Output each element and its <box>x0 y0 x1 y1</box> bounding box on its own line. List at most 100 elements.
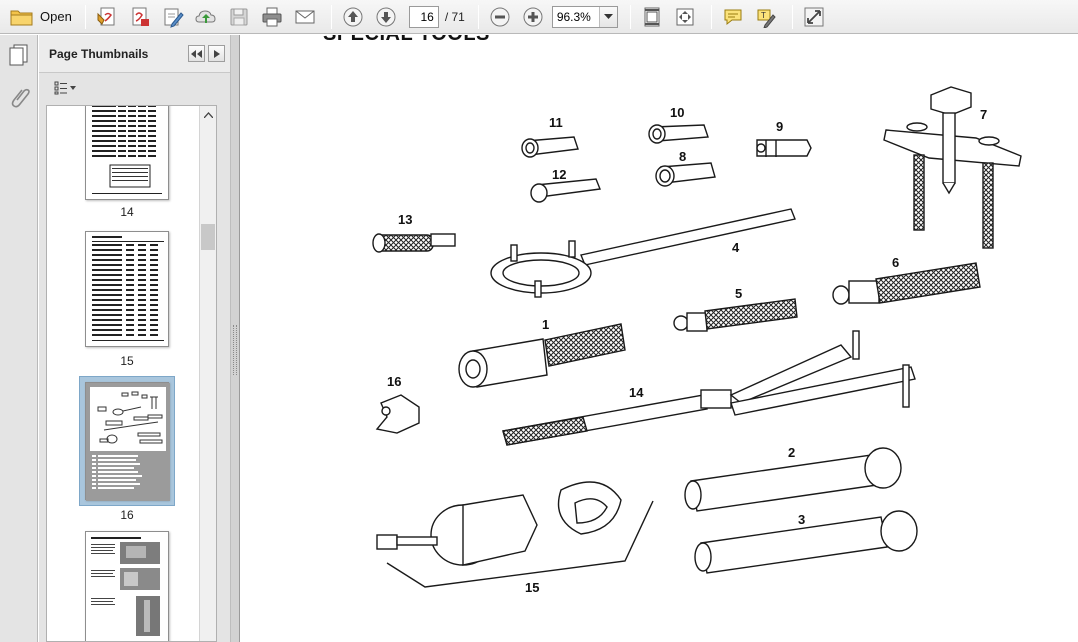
thumbnail-page-16[interactable]: 16 <box>47 376 200 526</box>
tool-label-1: 1 <box>542 317 550 332</box>
zoom-dropdown-button[interactable] <box>598 6 617 27</box>
tool-label-3: 3 <box>798 512 806 527</box>
special-tools-illustration <box>372 86 1022 588</box>
thumbnail-scrollbar[interactable] <box>199 106 216 641</box>
tool-4-pin-spanner <box>490 208 796 298</box>
edit-pdf-icon <box>132 7 149 26</box>
page-down-icon <box>376 7 396 26</box>
toolbar-separator <box>791 4 793 29</box>
fill-sign-button[interactable] <box>159 3 187 31</box>
double-chevron-left-icon <box>191 49 202 58</box>
table-page-preview <box>92 236 164 341</box>
page-thumbnails-tab[interactable] <box>5 41 33 69</box>
thumbnail-page-image <box>85 231 169 347</box>
tool-16-holder <box>375 394 420 434</box>
page-up-icon <box>343 7 363 26</box>
navigation-rail <box>0 35 38 642</box>
thumbnail-list[interactable]: 14 <box>46 105 217 642</box>
save-button[interactable] <box>225 3 253 31</box>
print-button[interactable] <box>258 3 286 31</box>
toolbar-separator <box>477 4 479 29</box>
document-view[interactable]: SPECIAL TOOLS <box>241 35 1078 642</box>
thumbnail-label: 15 <box>120 354 134 368</box>
tool-label-8: 8 <box>679 149 687 164</box>
panel-resize-handle[interactable] <box>230 35 240 642</box>
chevron-right-icon <box>213 49 220 58</box>
tool-label-13: 13 <box>398 212 413 227</box>
fullscreen-button[interactable] <box>800 3 828 31</box>
next-page-button[interactable] <box>372 3 400 31</box>
open-folder-icon <box>10 10 33 25</box>
tool-12-adapter <box>530 178 601 203</box>
tool-label-7: 7 <box>980 107 988 122</box>
thumbnail-page-17[interactable] <box>47 531 200 641</box>
tool-label-5: 5 <box>735 286 743 301</box>
highlight-button[interactable]: T <box>752 3 780 31</box>
fit-page-icon <box>644 7 660 26</box>
tools-page-preview <box>86 383 170 501</box>
paperclip-icon <box>11 88 30 108</box>
open-button[interactable]: Open <box>6 3 78 31</box>
print-icon <box>262 7 282 26</box>
thumbnail-page-14[interactable]: 14 <box>47 106 200 226</box>
tool-label-12: 12 <box>552 167 567 182</box>
collapse-panel-button[interactable] <box>188 45 205 62</box>
thumbnail-options-button[interactable] <box>51 78 79 98</box>
tool-label-11: 11 <box>549 115 563 130</box>
tool-13-threaded-adapter <box>372 233 456 253</box>
thumbnail-page-15[interactable]: 15 <box>47 231 200 376</box>
fit-page-button[interactable] <box>638 3 666 31</box>
open-button-label: Open <box>40 9 72 24</box>
tool-label-6: 6 <box>892 255 900 270</box>
scroll-up-button[interactable] <box>200 106 216 123</box>
fullscreen-icon <box>804 7 824 26</box>
thumbnail-label: 14 <box>120 205 134 219</box>
expand-panel-button[interactable] <box>208 45 225 62</box>
zoom-in-button[interactable] <box>519 3 547 31</box>
attachments-tab[interactable] <box>5 83 33 111</box>
upload-icon <box>195 9 216 23</box>
tool-11-adapter <box>521 136 579 158</box>
tool-3-sleeve <box>694 510 918 574</box>
page-thumbnails-icon <box>9 44 28 66</box>
tool-14-holding-fork <box>502 330 916 446</box>
zoom-select[interactable] <box>551 5 618 28</box>
toolbar-separator <box>330 4 332 29</box>
zoom-out-icon <box>490 7 510 26</box>
comment-button[interactable] <box>719 3 747 31</box>
tool-label-14: 14 <box>629 385 644 400</box>
chevron-up-icon <box>203 111 213 118</box>
create-pdf-icon <box>97 7 115 25</box>
chevron-down-icon <box>603 13 613 19</box>
tool-2-sleeve <box>684 447 902 512</box>
main-toolbar: Open <box>0 0 1078 34</box>
svg-text:T: T <box>761 11 766 20</box>
tool-label-15: 15 <box>525 580 540 595</box>
tool-9-collet <box>756 139 812 157</box>
tool-5-handle <box>673 298 798 332</box>
previous-page-button[interactable] <box>339 3 367 31</box>
comment-icon <box>724 9 742 25</box>
resize-grip <box>233 325 237 375</box>
tool-10-adapter <box>648 124 709 144</box>
create-pdf-button[interactable] <box>93 3 121 31</box>
upload-button[interactable] <box>192 3 220 31</box>
save-icon <box>230 8 248 25</box>
scrollbar-thumb[interactable] <box>201 224 215 250</box>
page-thumbnails-panel: Page Thumbnails <box>39 35 230 642</box>
email-button[interactable] <box>291 3 319 31</box>
fit-width-button[interactable] <box>671 3 699 31</box>
export-pdf-button[interactable] <box>126 3 154 31</box>
tool-6-handle <box>832 262 981 305</box>
page-total-label: / 71 <box>444 9 465 24</box>
page-number-input[interactable] <box>408 5 439 28</box>
thumbnail-page-image <box>85 382 170 501</box>
zoom-out-button[interactable] <box>486 3 514 31</box>
table-page-preview <box>92 106 162 194</box>
zoom-input[interactable] <box>552 6 599 27</box>
email-icon <box>295 10 315 23</box>
zoom-in-icon <box>523 7 543 26</box>
highlight-icon: T <box>757 9 776 28</box>
toolbar-separator <box>629 4 631 29</box>
toolbar-separator <box>84 4 86 29</box>
